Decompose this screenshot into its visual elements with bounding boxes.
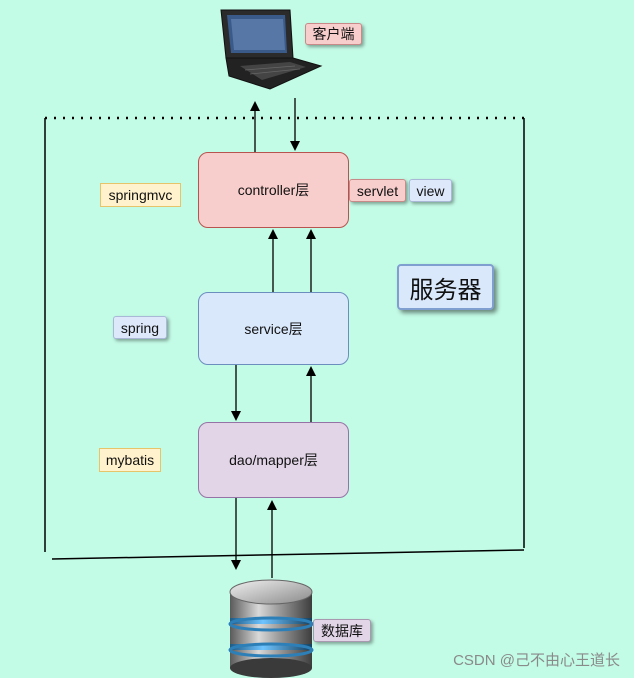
- mybatis-tag: mybatis: [99, 448, 161, 472]
- database-icon: [228, 579, 314, 678]
- view-tag: view: [409, 179, 452, 202]
- mybatis-tag-text: mybatis: [105, 452, 155, 468]
- springmvc-tag: springmvc: [100, 183, 181, 207]
- servlet-tag: servlet: [349, 179, 406, 202]
- client-label: 客户端: [305, 23, 362, 45]
- servlet-tag-text: servlet: [356, 182, 399, 199]
- spring-tag: spring: [113, 316, 167, 339]
- springmvc-tag-text: springmvc: [108, 187, 173, 203]
- server-bottom-border: [51, 549, 525, 560]
- dao-layer-box: dao/mapper层: [198, 422, 349, 498]
- controller-layer-box: controller层: [198, 152, 349, 228]
- database-label: 数据库: [313, 619, 371, 642]
- service-layer-label: service层: [244, 320, 303, 337]
- client-label-text: 客户端: [312, 26, 355, 42]
- view-tag-text: view: [416, 182, 445, 199]
- watermark: CSDN @己不由心王道长: [453, 652, 620, 669]
- spring-tag-text: spring: [120, 319, 160, 336]
- dao-layer-label: dao/mapper层: [229, 452, 318, 468]
- controller-layer-label: controller层: [237, 182, 310, 198]
- database-label-text: 数据库: [321, 622, 363, 639]
- service-layer-box: service层: [198, 292, 349, 365]
- server-label-text: 服务器: [409, 276, 482, 304]
- server-label: 服务器: [397, 264, 494, 310]
- laptop-icon: [220, 9, 323, 90]
